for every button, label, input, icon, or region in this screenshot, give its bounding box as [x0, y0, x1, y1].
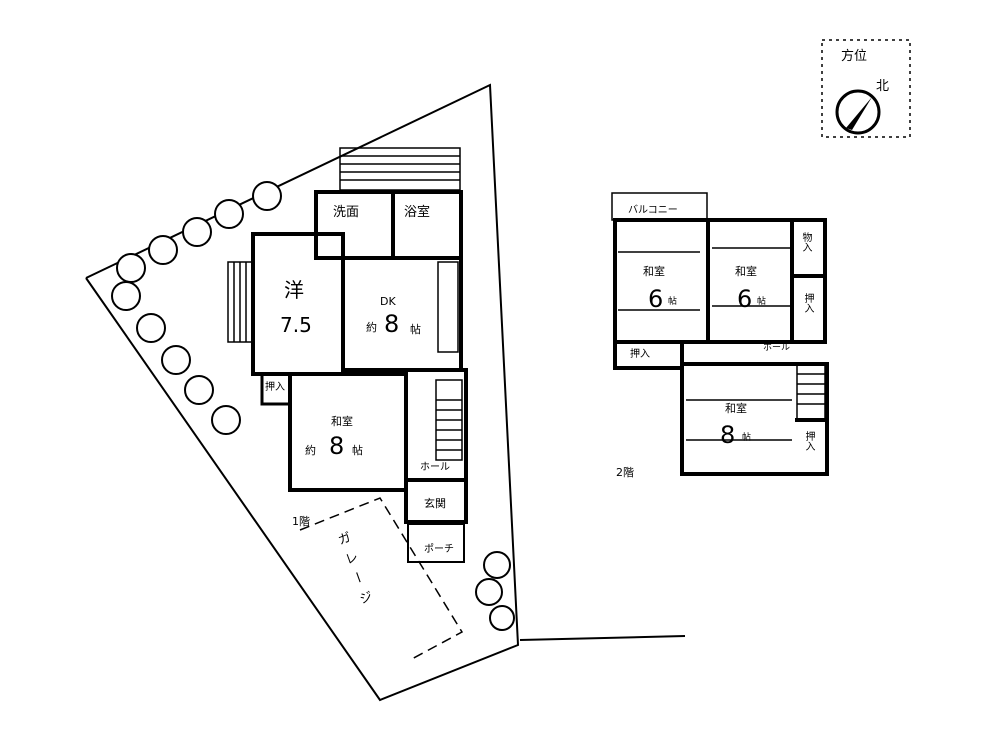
room-closet-1: 押入 [630, 349, 650, 360]
floor1-details [227, 147, 464, 661]
site-boundary [85, 83, 686, 702]
room-b-name: 和室 [735, 265, 757, 278]
room-a-unit: 帖 [668, 297, 678, 307]
room-c-name: 和室 [725, 402, 747, 415]
room-dk-size: 8 [384, 310, 400, 338]
room-bath: 浴室 [404, 205, 431, 220]
compass-icon [821, 39, 911, 138]
room-a-name: 和室 [643, 265, 665, 278]
room-storage: 物入 [800, 232, 811, 252]
floor1-label: 1階 [292, 515, 310, 528]
room-c-size: 8 [720, 421, 736, 449]
compass-north: 北 [876, 79, 890, 94]
floor2-label: 2階 [616, 466, 634, 479]
room-closet-2: 押入 [802, 293, 813, 313]
room-japanese-size: 8 [329, 432, 345, 460]
room-dk-name: DK [380, 295, 396, 308]
room-a-size: 6 [648, 285, 664, 313]
room-balcony: バルコニー [628, 205, 678, 216]
room-japanese-unit: 帖 [352, 444, 363, 457]
floor2-details [611, 192, 826, 441]
room-western-size: 7.5 [280, 313, 312, 337]
room-b-size: 6 [737, 285, 753, 313]
room-dk-unit: 帖 [410, 323, 421, 336]
room-closet-3: 押入 [803, 431, 814, 451]
room-c-unit: 帖 [742, 433, 752, 443]
room-b-unit: 帖 [757, 297, 767, 307]
room-japanese-prefix: 約 [305, 444, 316, 457]
room-washroom: 洗面 [333, 205, 360, 220]
room-hall-2f: ホール [763, 343, 791, 353]
trees [111, 181, 515, 631]
room-hall: ホール [420, 462, 450, 473]
room-porch: ポーチ [424, 544, 454, 555]
compass-title: 方位 [841, 49, 868, 64]
room-entrance: 玄関 [424, 497, 446, 510]
room-western-name: 洋 [284, 278, 304, 302]
room-japanese-name: 和室 [331, 415, 353, 428]
room-dk-prefix: 約 [366, 321, 377, 334]
room-closet: 押入 [265, 382, 285, 393]
floor2-walls [613, 218, 829, 476]
